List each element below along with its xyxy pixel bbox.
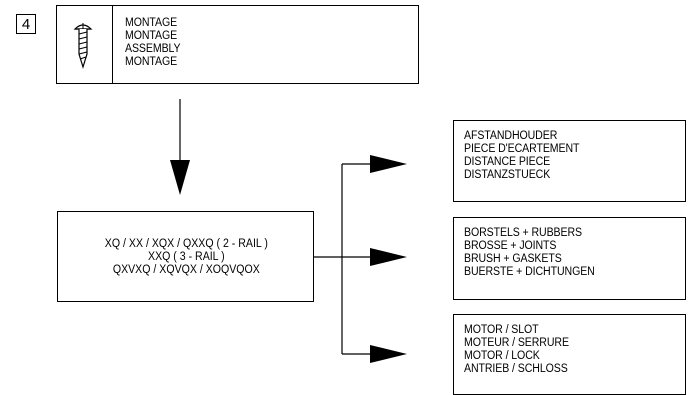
option-3-line-3: MOTOR / LOCK bbox=[464, 350, 540, 362]
assembly-divider bbox=[112, 6, 113, 83]
option-2-label: BORSTELS + RUBBERS BROSSE + JOINTS BRUSH… bbox=[464, 227, 595, 279]
option-1-line-1: AFSTANDHOUDER bbox=[464, 130, 558, 142]
assembly-box: MONTAGE MONTAGE ASSEMBLY MONTAGE bbox=[56, 5, 419, 84]
assembly-label-en: ASSEMBLY bbox=[125, 43, 181, 55]
rail-line-1: XQ / XX / XQX / QXXQ ( 2 - RAIL ) bbox=[104, 238, 268, 250]
option-3-line-4: ANTRIEB / SCHLOSS bbox=[464, 363, 568, 375]
option-2-line-2: BROSSE + JOINTS bbox=[464, 240, 557, 252]
arrow-head-option-3 bbox=[370, 345, 407, 363]
rail-configuration-box: XQ / XX / XQX / QXXQ ( 2 - RAIL ) XXQ ( … bbox=[57, 211, 314, 302]
rail-configuration-label: XQ / XX / XQX / QXXQ ( 2 - RAIL ) XXQ ( … bbox=[58, 238, 315, 277]
option-3-line-2: MOTEUR / SERRURE bbox=[464, 337, 569, 349]
option-1-line-3: DISTANCE PIECE bbox=[464, 156, 551, 168]
option-3-line-1: MOTOR / SLOT bbox=[464, 324, 539, 336]
assembly-label-fr: MONTAGE bbox=[125, 30, 178, 42]
assembly-label-nl: MONTAGE bbox=[125, 17, 178, 29]
rail-line-3: QXVXQ / XQVQX / XOQVQOX bbox=[112, 264, 260, 276]
arrow-head-option-2 bbox=[370, 248, 407, 266]
option-1-line-4: DISTANZSTUECK bbox=[464, 169, 551, 181]
down-arrow-head bbox=[170, 160, 190, 195]
step-number-box: 4 bbox=[16, 14, 36, 34]
assembly-label: MONTAGE MONTAGE ASSEMBLY MONTAGE bbox=[125, 17, 181, 69]
option-2-line-4: BUERSTE + DICHTUNGEN bbox=[464, 266, 595, 278]
rail-line-2: XXQ ( 3 - RAIL ) bbox=[148, 251, 225, 263]
option-box-distance-piece: AFSTANDHOUDER PIECE D'ECARTEMENT DISTANC… bbox=[453, 120, 686, 202]
option-3-label: MOTOR / SLOT MOTEUR / SERRURE MOTOR / LO… bbox=[464, 324, 569, 376]
option-box-motor-lock: MOTOR / SLOT MOTEUR / SERRURE MOTOR / LO… bbox=[453, 314, 686, 395]
assembly-label-de: MONTAGE bbox=[125, 56, 178, 68]
arrow-head-option-1 bbox=[370, 155, 407, 173]
option-1-label: AFSTANDHOUDER PIECE D'ECARTEMENT DISTANC… bbox=[464, 130, 579, 182]
option-2-line-1: BORSTELS + RUBBERS bbox=[464, 227, 583, 239]
option-box-brush-gaskets: BORSTELS + RUBBERS BROSSE + JOINTS BRUSH… bbox=[453, 217, 686, 300]
option-1-line-2: PIECE D'ECARTEMENT bbox=[464, 143, 580, 155]
step-number: 4 bbox=[21, 16, 31, 33]
option-2-line-3: BRUSH + GASKETS bbox=[464, 253, 562, 265]
screw-icon bbox=[73, 23, 93, 70]
